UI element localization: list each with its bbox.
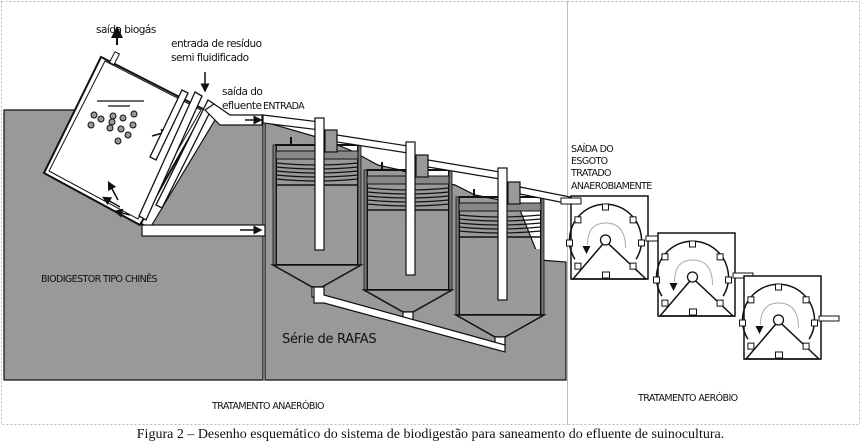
rotation-arrow-icon (674, 259, 713, 286)
aerobic-tanks (566, 195, 840, 360)
treated-outlet-label-line3: TRATADO (570, 168, 611, 179)
aerobic-tank (566, 195, 667, 280)
rotation-arrow-icon (760, 302, 799, 329)
anaerobic-panel-border (1, 1, 568, 425)
rotation-arrowhead-icon (669, 283, 678, 291)
treated-outlet-label-line1: SAÍDA DO (571, 143, 613, 155)
anaerobic-section-title: TRATAMENTO ANAERÓBIO (211, 400, 324, 412)
rafa-feed-pipe (314, 117, 325, 251)
biogas-outlet-label: saída biogás (96, 24, 156, 36)
biogas-bubbles (87, 110, 138, 145)
entry-label: ENTRADA (263, 101, 305, 112)
rotation-arrowhead-icon (582, 246, 591, 254)
sludge-drain-pipe (313, 286, 506, 353)
digester-label: BIODIGESTOR TIPO CHINÊS (41, 273, 158, 285)
rafa-reactor (361, 141, 501, 323)
rafa-series (270, 117, 576, 348)
residue-inlet-label-line2: semi fluidificado (171, 52, 249, 64)
rotor-hub (599, 234, 612, 246)
rafa-feed-pipe (405, 141, 416, 276)
treated-outlet-label-line2: ESGOTO (571, 156, 608, 167)
rafa-feed-pipe (497, 167, 508, 301)
digester-bottom-pipe (141, 224, 266, 237)
effluent-outlet-label-line2: efluente (222, 100, 261, 112)
rafa-reactor (453, 167, 576, 348)
inlet-tubes (138, 89, 215, 221)
panel-borders (1, 1, 860, 425)
residue-inlet-label-line1: entrada de resíduo (171, 38, 262, 50)
chinese-digester (42, 26, 266, 237)
rotor-hub (686, 271, 699, 283)
aerobic-tank (739, 275, 840, 360)
tank-outlet-pipe (818, 315, 840, 322)
aerobic-tank (653, 232, 754, 317)
rotation-arrowhead-icon (755, 326, 764, 334)
rafa-series-label: Série de RAFAS (282, 332, 376, 347)
rotation-arrow-icon (587, 222, 626, 249)
treated-outlet-pipe (560, 197, 582, 205)
figure-caption: Figura 2 – Desenho esquemático do sistem… (136, 427, 725, 442)
aerobic-section-title: TRATAMENTO AERÓBIO (637, 392, 738, 404)
treated-outlet-label-line4: ANAEROBIAMENTE (571, 181, 652, 192)
rotor-hub (772, 314, 785, 326)
biogas-outlet-pipe (108, 51, 121, 66)
effluent-outlet-label-line1: saída do (222, 86, 262, 98)
aerobic-panel-border (567, 1, 860, 425)
